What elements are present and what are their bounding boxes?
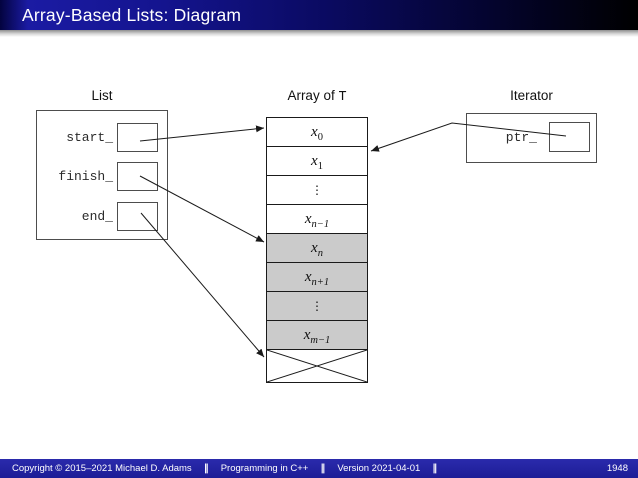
- ptr-field-label: ptr_: [505, 129, 537, 145]
- vertical-dots: ⋮: [311, 299, 323, 313]
- footer-separator: ‖: [320, 463, 326, 474]
- title-bar: Array-Based Lists: Diagram: [0, 0, 638, 30]
- footer-separator: ‖: [432, 463, 438, 474]
- title-bar-shadow: [0, 30, 638, 37]
- crossed-out-mark: [267, 350, 367, 382]
- array-cell-xn+1: xn+1: [267, 263, 367, 292]
- footer-course: Programming in C++: [220, 463, 309, 474]
- start-pointer-box: [117, 123, 158, 152]
- iterator-object-box: ptr_: [466, 113, 597, 163]
- page-title: Array-Based Lists: Diagram: [22, 5, 242, 25]
- footer-page-number: 1948: [606, 463, 628, 474]
- end-field-label: end_: [81, 209, 113, 224]
- cell-label: x1: [311, 152, 323, 172]
- array-cell-xm-1: xm−1: [267, 321, 367, 350]
- finish-field-label: finish_: [58, 169, 113, 184]
- array-label: Array of T: [287, 88, 347, 105]
- footer-bar: Copyright © 2015–2021 Michael D. Adams ‖…: [0, 459, 638, 478]
- array-cell-xn-1: xn−1: [267, 205, 367, 234]
- array-cell-ellipsis-top: ⋮: [267, 176, 367, 205]
- iterator-label: Iterator: [510, 88, 553, 103]
- ptr-pointer-box: [549, 122, 590, 152]
- cell-label: xm−1: [303, 326, 331, 346]
- array-cell-ellipsis-bottom: ⋮: [267, 292, 367, 321]
- start-field-label: start_: [66, 130, 113, 145]
- footer-version: Version 2021-04-01: [337, 463, 421, 474]
- finish-pointer-box: [117, 162, 158, 191]
- iterator-field-ptr: ptr_: [467, 122, 590, 152]
- footer-copyright: Copyright © 2015–2021 Michael D. Adams: [12, 463, 192, 474]
- array-cell-x1: x1: [267, 147, 367, 176]
- list-label: List: [91, 88, 113, 103]
- cell-label: xn+1: [304, 268, 330, 288]
- list-field-start: start_: [37, 123, 158, 152]
- footer-separator: ‖: [203, 463, 209, 474]
- template-type: T: [338, 90, 347, 105]
- cell-label: xn: [311, 239, 323, 259]
- vertical-dots: ⋮: [311, 183, 323, 197]
- cell-label: x0: [311, 123, 323, 143]
- list-object-box: start_ finish_ end_: [36, 110, 168, 240]
- list-field-end: end_: [37, 202, 158, 231]
- cell-label: xn−1: [304, 210, 330, 230]
- array-cell-unused-crossed: [267, 350, 367, 382]
- array-cell-xn: xn: [267, 234, 367, 263]
- array-column: x0 x1 ⋮ xn−1 xn xn+1 ⋮ xm−1: [266, 117, 368, 383]
- list-field-finish: finish_: [37, 162, 158, 191]
- end-pointer-box: [117, 202, 158, 231]
- array-cell-x0: x0: [267, 118, 367, 147]
